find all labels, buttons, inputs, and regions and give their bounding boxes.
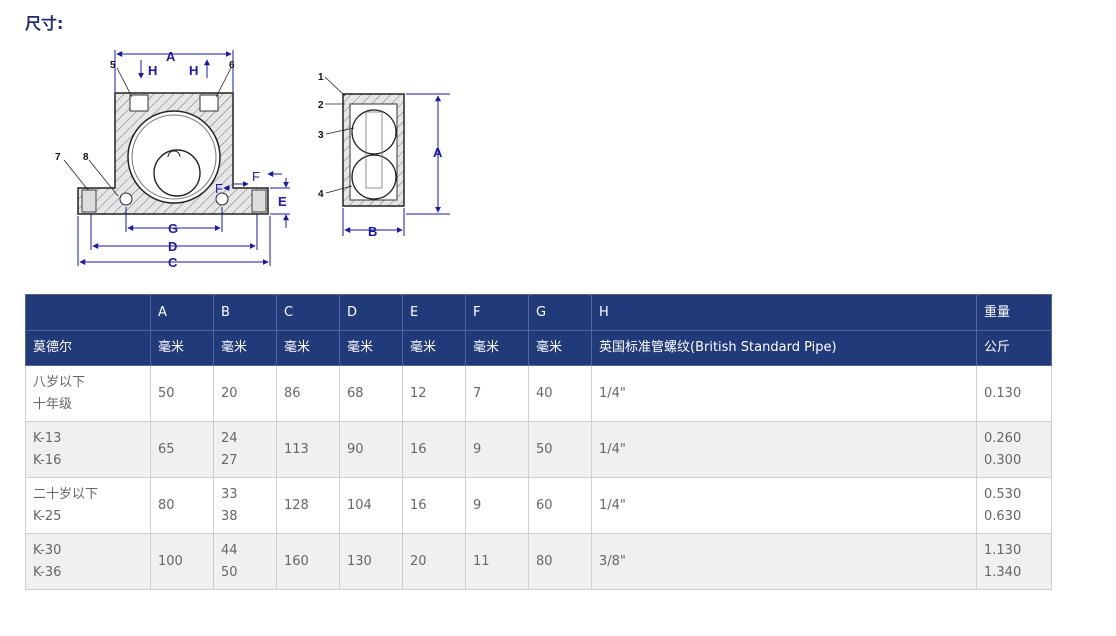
cell-d: 90 [339, 421, 403, 478]
header-cell: E [402, 294, 466, 331]
svg-text:C: C [168, 255, 178, 270]
svg-text:5: 5 [110, 60, 116, 71]
cell-c: 113 [276, 421, 340, 478]
svg-text:D: D [168, 239, 177, 254]
cell-a: 65 [150, 421, 214, 478]
svg-text:8: 8 [83, 152, 89, 163]
svg-text:F: F [215, 181, 223, 196]
page-title: 尺寸: [25, 14, 64, 33]
cell-h: 1/4" [591, 365, 977, 422]
cell-h: 1/4" [591, 421, 977, 478]
svg-text:6: 6 [229, 60, 235, 71]
header-cell: 重量 [976, 294, 1052, 331]
svg-text:H: H [189, 63, 198, 78]
cell-e: 20 [402, 533, 466, 590]
dimension-drawing: A H H 5 6 7 8 F F E G D C [55, 49, 450, 270]
header-cell: C [276, 294, 340, 331]
svg-text:4: 4 [318, 189, 324, 200]
cell-c: 128 [276, 477, 340, 534]
header-cell: D [339, 294, 403, 331]
cell-d: 68 [339, 365, 403, 422]
model-cell: 八岁以下十年级 [25, 365, 151, 422]
cell-f: 9 [465, 421, 529, 478]
svg-text:G: G [168, 221, 178, 236]
svg-text:3: 3 [318, 130, 324, 141]
cell-a: 100 [150, 533, 214, 590]
header-row-columns: A B C D E F G H 重量 [25, 294, 1052, 331]
cell-d: 104 [339, 477, 403, 534]
cell-e: 16 [402, 421, 466, 478]
header-cell: G [528, 294, 592, 331]
cell-g: 40 [528, 365, 592, 422]
cell-h: 1/4" [591, 477, 977, 534]
cell-b: 20 [213, 365, 277, 422]
header-cell: A [150, 294, 214, 331]
cell-f: 7 [465, 365, 529, 422]
header-cell: H [591, 294, 977, 331]
cell-weight: 0.130 [976, 365, 1052, 422]
header-cell: 毫米 [465, 330, 529, 366]
header-cell: 英国标准管螺纹(British Standard Pipe) [591, 330, 977, 366]
cell-c: 86 [276, 365, 340, 422]
svg-text:A: A [433, 145, 443, 160]
header-cell: 毫米 [402, 330, 466, 366]
front-leaders [63, 67, 232, 197]
header-cell: 毫米 [213, 330, 277, 366]
cell-e: 12 [402, 365, 466, 422]
cell-c: 160 [276, 533, 340, 590]
svg-text:A: A [166, 49, 176, 64]
spec-table: A B C D E F G H 重量 莫德尔 毫米 毫米 毫米 毫米 毫米 毫米… [25, 294, 1052, 590]
svg-text:E: E [278, 194, 287, 209]
header-cell: 毫米 [276, 330, 340, 366]
side-labels: 1 2 3 4 A B [318, 72, 443, 239]
header-cell: 毫米 [339, 330, 403, 366]
front-labels: A H H 5 6 7 8 F F E G D C [55, 49, 287, 270]
cell-e: 16 [402, 477, 466, 534]
cell-g: 50 [528, 421, 592, 478]
header-row-units: 莫德尔 毫米 毫米 毫米 毫米 毫米 毫米 毫米 英国标准管螺纹(British… [25, 330, 1052, 366]
header-cell [25, 294, 151, 331]
side-view [342, 93, 405, 207]
side-dimensions [342, 93, 450, 236]
svg-text:1: 1 [318, 72, 324, 83]
side-leaders [324, 76, 355, 194]
header-cell: 毫米 [150, 330, 214, 366]
svg-text:7: 7 [55, 152, 61, 163]
cell-d: 130 [339, 533, 403, 590]
svg-text:F: F [252, 169, 260, 184]
cell-f: 11 [465, 533, 529, 590]
header-cell: 莫德尔 [25, 330, 151, 366]
header-cell: 公斤 [976, 330, 1052, 366]
svg-text:B: B [368, 224, 377, 239]
table-row: 八岁以下十年级 50 20 86 68 12 7 40 1/4" 0.130 [25, 365, 1052, 422]
cell-h: 3/8" [591, 533, 977, 590]
cell-g: 60 [528, 477, 592, 534]
svg-text:H: H [148, 63, 157, 78]
svg-text:2: 2 [318, 100, 324, 111]
front-dimensions [77, 50, 290, 266]
front-view [77, 92, 269, 215]
cell-a: 80 [150, 477, 214, 534]
cell-g: 80 [528, 533, 592, 590]
header-cell: 毫米 [528, 330, 592, 366]
cell-f: 9 [465, 477, 529, 534]
header-cell: B [213, 294, 277, 331]
header-cell: F [465, 294, 529, 331]
cell-a: 50 [150, 365, 214, 422]
